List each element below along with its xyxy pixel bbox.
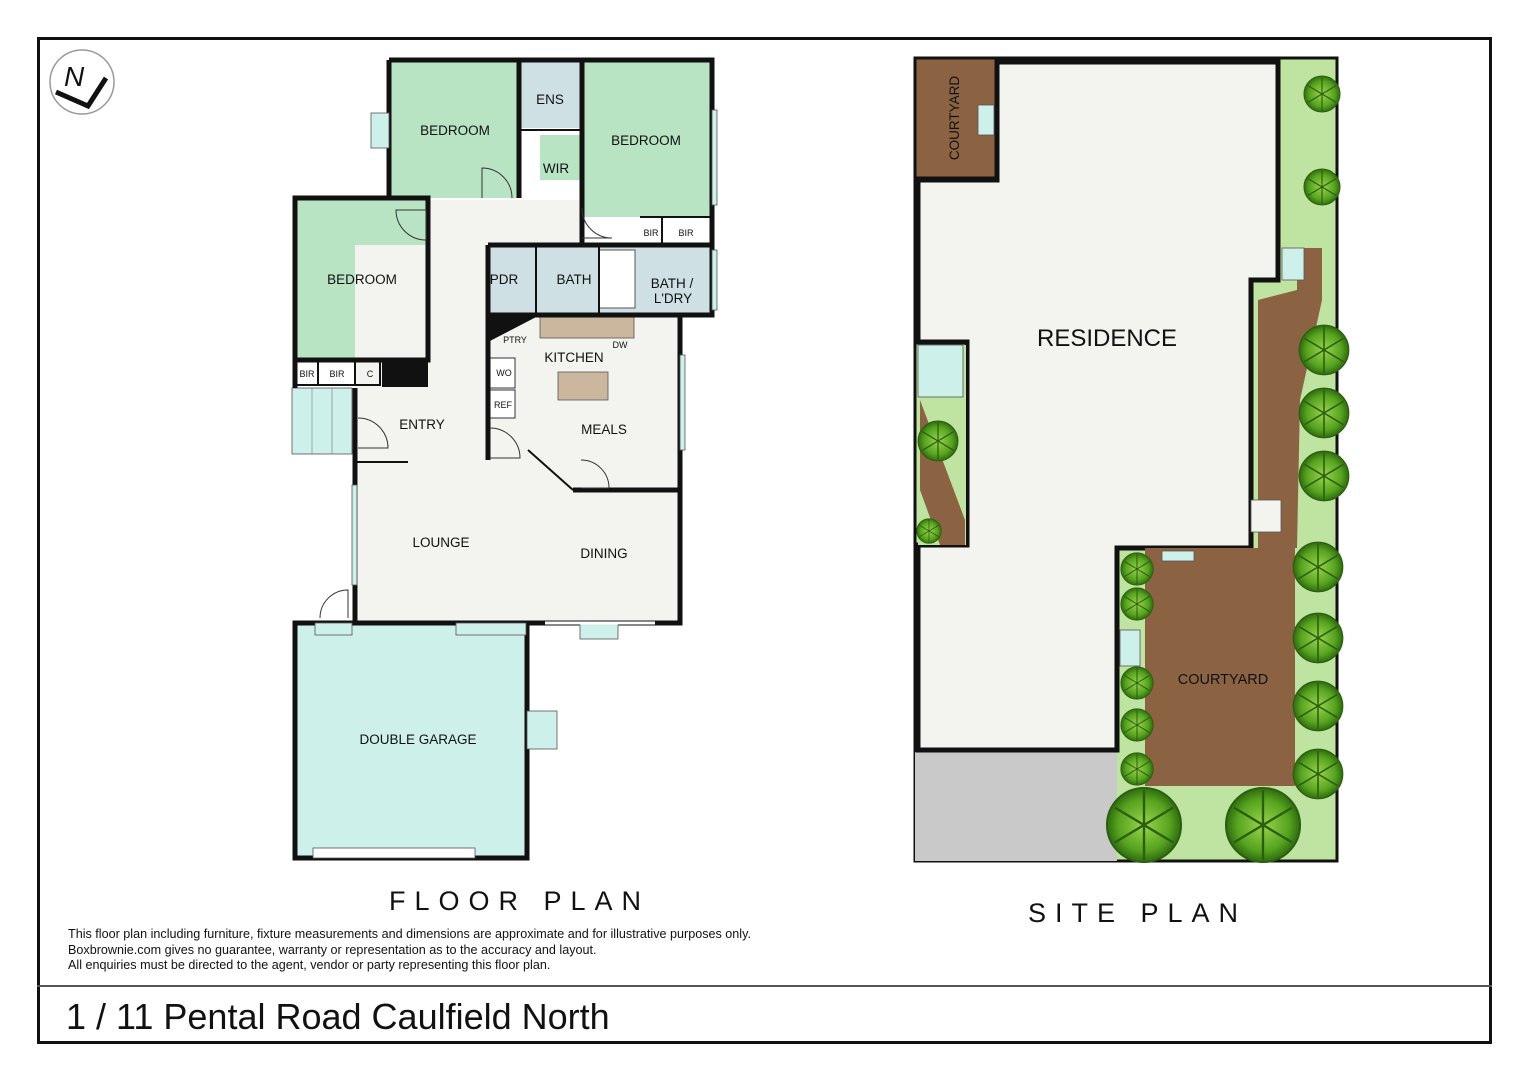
bedroom-1-fill: [389, 60, 519, 198]
compass-letter: N: [64, 61, 85, 92]
property-address: 1 / 11 Pental Road Caulfield North: [66, 996, 610, 1037]
garage-fill: [295, 623, 527, 858]
living-fill-top: [428, 200, 582, 245]
linen-label: C: [367, 369, 374, 379]
ref-label: REF: [494, 400, 513, 410]
floor-plan-title: FLOOR PLAN: [389, 886, 651, 916]
meals-label: MEALS: [581, 422, 627, 437]
residence-label: RESIDENCE: [1037, 325, 1177, 352]
pdr-label: PDR: [490, 272, 519, 287]
bath-laundry-label-2: L'DRY: [654, 291, 692, 306]
bir-2-label: BIR: [678, 228, 694, 238]
bir-3-label: BIR: [299, 369, 315, 379]
disclaimer-line-2: Boxbrownie.com gives no guarantee, warra…: [68, 942, 597, 957]
disclaimer: This floor plan including furniture, fix…: [68, 927, 751, 974]
footer-divider: [37, 985, 1492, 987]
kitchen-label: KITCHEN: [544, 350, 603, 365]
dw-label: DW: [613, 340, 628, 350]
disclaimer-line-3: All enquiries must be directed to the ag…: [68, 958, 551, 972]
bir-4-label: BIR: [329, 369, 345, 379]
bedroom-2-label: BEDROOM: [611, 133, 681, 148]
bir-1-label: BIR: [643, 228, 659, 238]
garage-label: DOUBLE GARAGE: [359, 732, 476, 747]
ensuite-fill: [519, 60, 582, 128]
site-plan: RESIDENCE COURTYARD COURTYARD: [913, 56, 1350, 864]
side-path: [1258, 248, 1322, 548]
wo-label: WO: [496, 368, 512, 378]
ensuite-label: ENS: [536, 92, 564, 107]
pdr-fill: [488, 245, 536, 315]
entry-label: ENTRY: [399, 417, 445, 432]
bedroom-1-label: BEDROOM: [420, 123, 490, 138]
pantry-label: PTRY: [503, 335, 527, 345]
bath-label: BATH: [556, 272, 591, 287]
wir-fill: [540, 135, 582, 180]
residence-fill: [915, 59, 1281, 753]
living-fill-lounge: [355, 485, 680, 623]
main-courtyard-fill: [1145, 548, 1295, 786]
rear-courtyard-label: COURTYARD: [947, 76, 962, 161]
wir-label: WIR: [543, 161, 569, 176]
bir-strip-fill: [640, 217, 712, 245]
bedroom-3-label: BEDROOM: [327, 272, 397, 287]
lounge-label: LOUNGE: [412, 535, 469, 550]
dining-label: DINING: [580, 546, 627, 561]
north-compass-icon: N: [49, 49, 115, 115]
site-plan-title: SITE PLAN: [1028, 898, 1248, 928]
page-frame: [37, 37, 1492, 1044]
main-courtyard-label: COURTYARD: [1178, 672, 1269, 688]
bedroom-2-fill: [582, 60, 712, 217]
entry-steps: [291, 387, 353, 455]
driveway: [915, 752, 1117, 861]
floor-plan: BEDROOM BEDROOM BEDROOM ENS WIR PDR BATH…: [291, 57, 718, 861]
wir-white: [519, 130, 540, 198]
bath-fill: [536, 245, 599, 315]
living-fill-kitchen: [488, 315, 680, 490]
bath-laundry-label-1: BATH /: [651, 276, 694, 291]
disclaimer-line-1: This floor plan including furniture, fix…: [68, 927, 751, 941]
